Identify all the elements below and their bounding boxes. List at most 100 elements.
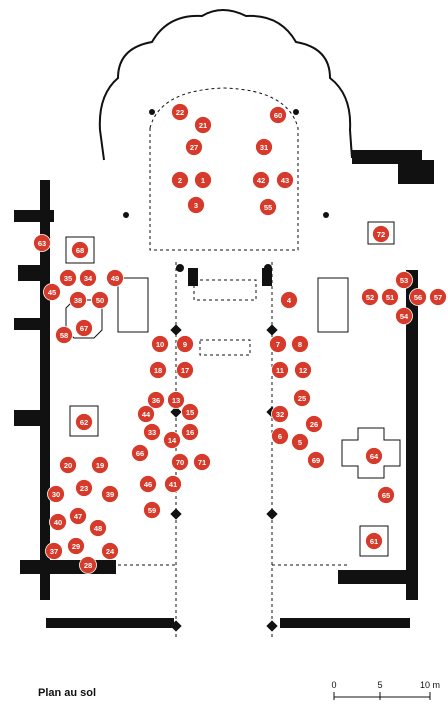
marker-dot — [43, 283, 61, 301]
marker-dot — [71, 241, 89, 259]
marker-dot — [91, 456, 109, 474]
marker-dot — [395, 307, 413, 325]
marker-20: 20 — [59, 456, 77, 474]
marker-34: 34 — [79, 269, 97, 287]
marker-label: 52 — [366, 293, 374, 302]
marker-dot — [276, 171, 294, 189]
marker-dot — [131, 444, 149, 462]
marker-dot — [151, 335, 169, 353]
marker-dot — [101, 485, 119, 503]
marker-18: 18 — [149, 361, 167, 379]
marker-label: 15 — [186, 408, 194, 417]
marker-59: 59 — [143, 501, 161, 519]
marker-dot — [75, 319, 93, 337]
marker-dot — [55, 326, 73, 344]
marker-label: 71 — [198, 458, 206, 467]
marker-label: 40 — [54, 518, 62, 527]
marker-40: 40 — [49, 513, 67, 531]
marker-label: 67 — [80, 324, 88, 333]
marker-38: 38 — [69, 291, 87, 309]
marker-dot — [149, 361, 167, 379]
marker-4: 4 — [280, 291, 298, 309]
marker-dot — [181, 403, 199, 421]
marker-66: 66 — [131, 444, 149, 462]
marker-label: 27 — [190, 143, 198, 152]
marker-label: 33 — [148, 428, 156, 437]
marker-label: 69 — [312, 456, 320, 465]
marker-63: 63 — [33, 234, 51, 252]
marker-label: 32 — [276, 410, 284, 419]
marker-dot — [167, 391, 185, 409]
marker-44: 44 — [137, 405, 155, 423]
marker-label: 2 — [178, 176, 182, 185]
marker-dot — [271, 427, 289, 445]
marker-dot — [164, 475, 182, 493]
marker-label: 47 — [74, 512, 82, 521]
marker-46: 46 — [139, 475, 157, 493]
marker-15: 15 — [181, 403, 199, 421]
marker-3: 3 — [187, 196, 205, 214]
plan-dashed — [112, 87, 350, 640]
marker-dot — [75, 413, 93, 431]
marker-39: 39 — [101, 485, 119, 503]
marker-9: 9 — [176, 335, 194, 353]
marker-dot — [381, 288, 399, 306]
marker-51: 51 — [381, 288, 399, 306]
marker-label: 72 — [377, 230, 385, 239]
marker-label: 20 — [64, 461, 72, 470]
marker-dot — [69, 291, 87, 309]
marker-label: 1 — [201, 176, 205, 185]
marker-36: 36 — [147, 391, 165, 409]
marker-label: 3 — [194, 201, 198, 210]
marker-label: 64 — [370, 452, 379, 461]
marker-label: 41 — [169, 480, 177, 489]
marker-label: 17 — [181, 366, 189, 375]
marker-60: 60 — [269, 106, 287, 124]
marker-14: 14 — [163, 431, 181, 449]
marker-7: 7 — [269, 335, 287, 353]
marker-dot — [194, 116, 212, 134]
marker-dot — [291, 433, 309, 451]
marker-label: 35 — [64, 274, 72, 283]
marker-dot — [255, 138, 273, 156]
marker-label: 13 — [172, 396, 180, 405]
marker-label: 38 — [74, 296, 82, 305]
marker-42: 42 — [252, 171, 270, 189]
marker-dot — [143, 501, 161, 519]
marker-dot — [377, 486, 395, 504]
marker-dot — [106, 269, 124, 287]
marker-dot — [101, 542, 119, 560]
marker-dot — [79, 556, 97, 574]
marker-label: 61 — [370, 537, 378, 546]
marker-dot — [269, 106, 287, 124]
marker-dot — [171, 453, 189, 471]
marker-dot — [171, 171, 189, 189]
marker-35: 35 — [59, 269, 77, 287]
marker-label: 57 — [434, 293, 442, 302]
marker-dot — [176, 361, 194, 379]
marker-label: 49 — [111, 274, 119, 283]
marker-dot — [409, 288, 427, 306]
marker-label: 56 — [414, 293, 422, 302]
marker-label: 62 — [80, 418, 88, 427]
marker-21: 21 — [194, 116, 212, 134]
marker-31: 31 — [255, 138, 273, 156]
marker-dot — [137, 405, 155, 423]
marker-label: 53 — [400, 276, 408, 285]
scale-tick-10: 10 m — [420, 680, 440, 690]
marker-label: 65 — [382, 491, 390, 500]
plan-solids — [14, 109, 434, 632]
marker-56: 56 — [409, 288, 427, 306]
marker-dot — [365, 532, 383, 550]
scale-tick-0: 0 — [331, 680, 336, 690]
plan-caption: Plan au sol — [38, 687, 97, 699]
marker-30: 30 — [47, 485, 65, 503]
marker-dot — [49, 513, 67, 531]
marker-label: 24 — [106, 547, 115, 556]
marker-dot — [271, 405, 289, 423]
marker-13: 13 — [167, 391, 185, 409]
marker-label: 45 — [48, 288, 56, 297]
marker-67: 67 — [75, 319, 93, 337]
marker-label: 6 — [278, 432, 282, 441]
marker-label: 18 — [154, 366, 162, 375]
